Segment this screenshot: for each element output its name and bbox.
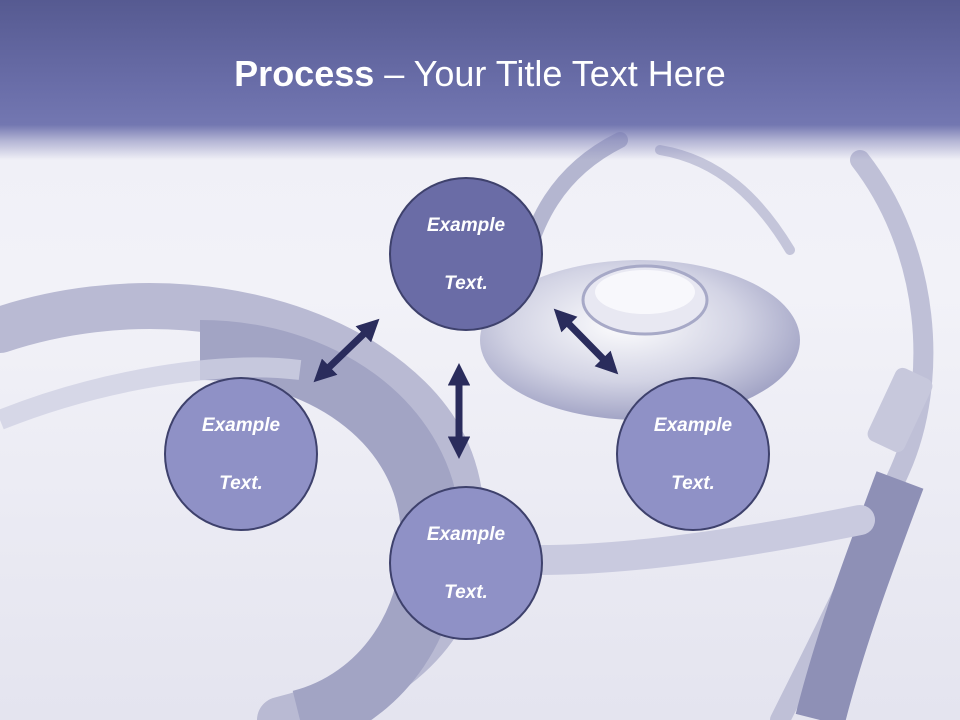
slide-title[interactable]: Process – Your Title Text Here bbox=[0, 52, 960, 96]
node-left-line2: Text. bbox=[219, 472, 263, 494]
node-left-line1: Example bbox=[201, 414, 281, 436]
node-bottom-line2: Text. bbox=[444, 581, 488, 603]
node-right-line1: Example bbox=[653, 414, 733, 436]
node-right-line2: Text. bbox=[671, 472, 715, 494]
title-rest-text: – Your Title Text Here bbox=[374, 53, 726, 94]
node-center-line2: Text. bbox=[444, 272, 488, 294]
node-bottom-line1: Example bbox=[426, 523, 506, 545]
node-center-line1: Example bbox=[426, 214, 506, 236]
title-bar bbox=[0, 0, 960, 160]
title-bold-text: Process bbox=[234, 53, 375, 94]
